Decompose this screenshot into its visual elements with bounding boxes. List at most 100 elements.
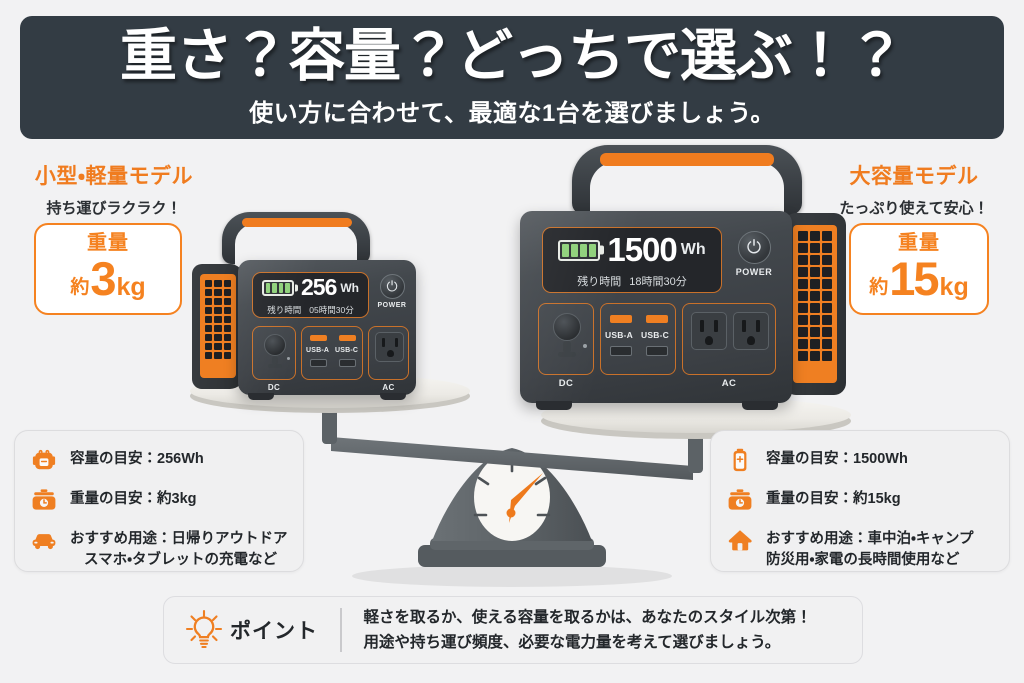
left-model-subtitle: 持ち運びラクラク！ — [46, 200, 182, 217]
handle-accent-bar-large — [600, 153, 774, 166]
display-row-capacity-large: 1500 Wh — [558, 231, 706, 269]
header-banner: 重さ？容量？どっちで選ぶ！？ 使い方に合わせて、最適な1台を選びましょう。 — [20, 16, 1004, 139]
display-row-remaining-large: 残り時間 18時間30分 — [577, 273, 686, 289]
right-info-row-weight: 重量の目安：約15kg — [727, 487, 995, 513]
body-small: 256 Wh 残り時間 05時間30分 ⏻ POWER DC — [238, 260, 416, 395]
remaining-label-small: 残り時間 — [267, 305, 302, 315]
power-icon-small[interactable]: ⏻ — [379, 274, 405, 299]
kitchen-scale-icon — [31, 487, 57, 513]
capacity-unit-large: Wh — [680, 241, 706, 258]
left-info-usage-line1: おすすめ用途：日帰りアウトドア — [70, 531, 288, 547]
usb-a-port-top-large[interactable] — [610, 315, 632, 323]
foot-left-large — [536, 401, 572, 410]
power-station-large: 1500 Wh 残り時間 18時間30分 ⏻ POWER DC — [512, 145, 852, 417]
usb-a-port-top-small[interactable] — [310, 335, 327, 341]
backpack-icon — [31, 447, 57, 473]
right-badge-number: 15 — [889, 251, 939, 305]
display-small: 256 Wh 残り時間 05時間30分 — [252, 272, 369, 318]
ac-label-small: AC — [382, 383, 395, 392]
right-info-capacity-text: 容量の目安：1500Wh — [766, 451, 908, 467]
right-model-title: 大容量モデル — [849, 165, 979, 188]
battery-gauge-icon-large — [558, 239, 605, 261]
usb-c-label-small: USB-C — [335, 347, 359, 354]
left-info-usage-text: おすすめ用途：日帰りアウトドア スマホ・タブレットの充電など — [70, 527, 288, 571]
usb-a-port-bottom-large[interactable] — [610, 346, 632, 356]
left-badge-label: 重量 — [87, 231, 129, 254]
left-badge-value: 約 3 kg — [70, 255, 145, 302]
remaining-label-large: 残り時間 — [577, 276, 622, 288]
right-info-row-usage: おすすめ用途：車中泊・キャンプ 防災用・家電の長時間使用など — [727, 527, 995, 571]
right-model-subtitle: たっぷり使えて安心！ — [839, 200, 989, 217]
point-label: ポイント — [230, 620, 318, 643]
power-button-group-large[interactable]: ⏻ POWER — [732, 231, 776, 277]
left-info-row-capacity: 容量の目安：256Wh — [31, 447, 289, 473]
handle-accent-bar-small — [242, 218, 352, 227]
point-divider — [340, 608, 342, 652]
power-label-small: POWER — [377, 302, 407, 309]
usb-pod-small: USB-A USB-C — [301, 326, 363, 380]
right-model-heading: 大容量モデル たっぷり使えて安心！ — [816, 160, 1012, 218]
dc-port-large[interactable] — [553, 313, 581, 341]
dc-label-small: DC — [267, 383, 281, 392]
right-badge-value: 約 15 kg — [869, 255, 968, 302]
power-icon-large[interactable]: ⏻ — [737, 231, 771, 264]
scale-shadow — [352, 565, 672, 587]
ac-outlet-right-large[interactable] — [733, 312, 769, 350]
scale-base — [418, 545, 606, 567]
scale-dial-ticks — [473, 458, 551, 517]
usb-a-label-large: USB-A — [605, 330, 633, 340]
dc-port-small[interactable] — [264, 334, 286, 356]
display-row-capacity-small: 256 Wh — [261, 274, 360, 301]
battery-gauge-icon-small — [261, 279, 298, 296]
scale-needle — [509, 473, 543, 523]
house-icon — [727, 527, 753, 553]
left-info-row-weight: 重量の目安：約3kg — [31, 487, 289, 513]
vent-grille-small — [200, 274, 236, 378]
foot-right-large — [742, 401, 778, 410]
ac-label-large: AC — [721, 378, 737, 389]
right-info-card: 容量の目安：1500Wh 重量の目安：約15kg — [710, 430, 1010, 572]
dc-pod-small: DC — [252, 326, 296, 392]
left-model-title: 小型・軽量モデル — [34, 165, 194, 188]
usb-c-port-bottom-small[interactable] — [339, 359, 356, 367]
left-model-heading: 小型・軽量モデル 持ち運びラクラク！ — [8, 160, 220, 218]
left-info-row-usage: おすすめ用途：日帰りアウトドア スマホ・タブレットの充電など — [31, 527, 289, 571]
right-weight-badge: 重量 約 15 kg — [849, 223, 989, 315]
usb-c-port-bottom-large[interactable] — [646, 346, 668, 356]
usb-c-port-top-large[interactable] — [646, 315, 668, 323]
right-info-usage-text: おすすめ用途：車中泊・キャンプ 防災用・家電の長時間使用など — [766, 527, 974, 571]
power-label-large: POWER — [735, 267, 773, 277]
remaining-value-large: 18時間30分 — [629, 276, 687, 288]
power-button-group-small[interactable]: ⏻ POWER — [375, 274, 409, 309]
left-info-weight-text: 重量の目安：約3kg — [70, 491, 197, 507]
dc-indicator-large — [583, 344, 587, 348]
point-text-line2: 用途や持ち運び頻度、必要な電力量を考えて選びましょう。 — [363, 634, 781, 651]
left-badge-number: 3 — [90, 251, 116, 305]
capacity-unit-small: Wh — [340, 280, 360, 295]
left-badge-unit: kg — [116, 272, 146, 301]
left-info-capacity-text: 容量の目安：256Wh — [70, 451, 204, 467]
dc-pod-large: DC — [538, 303, 594, 389]
capacity-value-large: 1500 — [607, 231, 677, 268]
battery-icon — [727, 447, 753, 473]
right-badge-unit: kg — [939, 272, 969, 301]
scale-column — [432, 448, 592, 541]
left-weight-badge: 重量 約 3 kg — [34, 223, 182, 315]
right-info-row-capacity: 容量の目安：1500Wh — [727, 447, 995, 473]
usb-c-port-top-small[interactable] — [339, 335, 356, 341]
ac-outlet-small[interactable] — [375, 332, 404, 362]
left-info-card: 容量の目安：256Wh 重量の目安：約3kg — [14, 430, 304, 572]
ac-pod-small: AC — [368, 326, 409, 392]
usb-pod-large: USB-A USB-C — [600, 303, 676, 375]
point-text-line1: 軽さを取るか、使える容量を取るかは、あなたのスタイル次第！ — [363, 608, 812, 626]
scale-right-post — [688, 433, 703, 473]
right-info-usage-line2: 防災用・家電の長時間使用など — [766, 552, 960, 569]
kitchen-scale-icon — [727, 487, 753, 513]
dc-label-large: DC — [558, 378, 574, 389]
foot-left-small — [248, 393, 274, 400]
ac-outlet-left-large[interactable] — [691, 312, 727, 350]
foot-right-small — [380, 393, 406, 400]
ac-pod-large: AC — [682, 303, 776, 389]
usb-a-port-bottom-small[interactable] — [310, 359, 327, 367]
